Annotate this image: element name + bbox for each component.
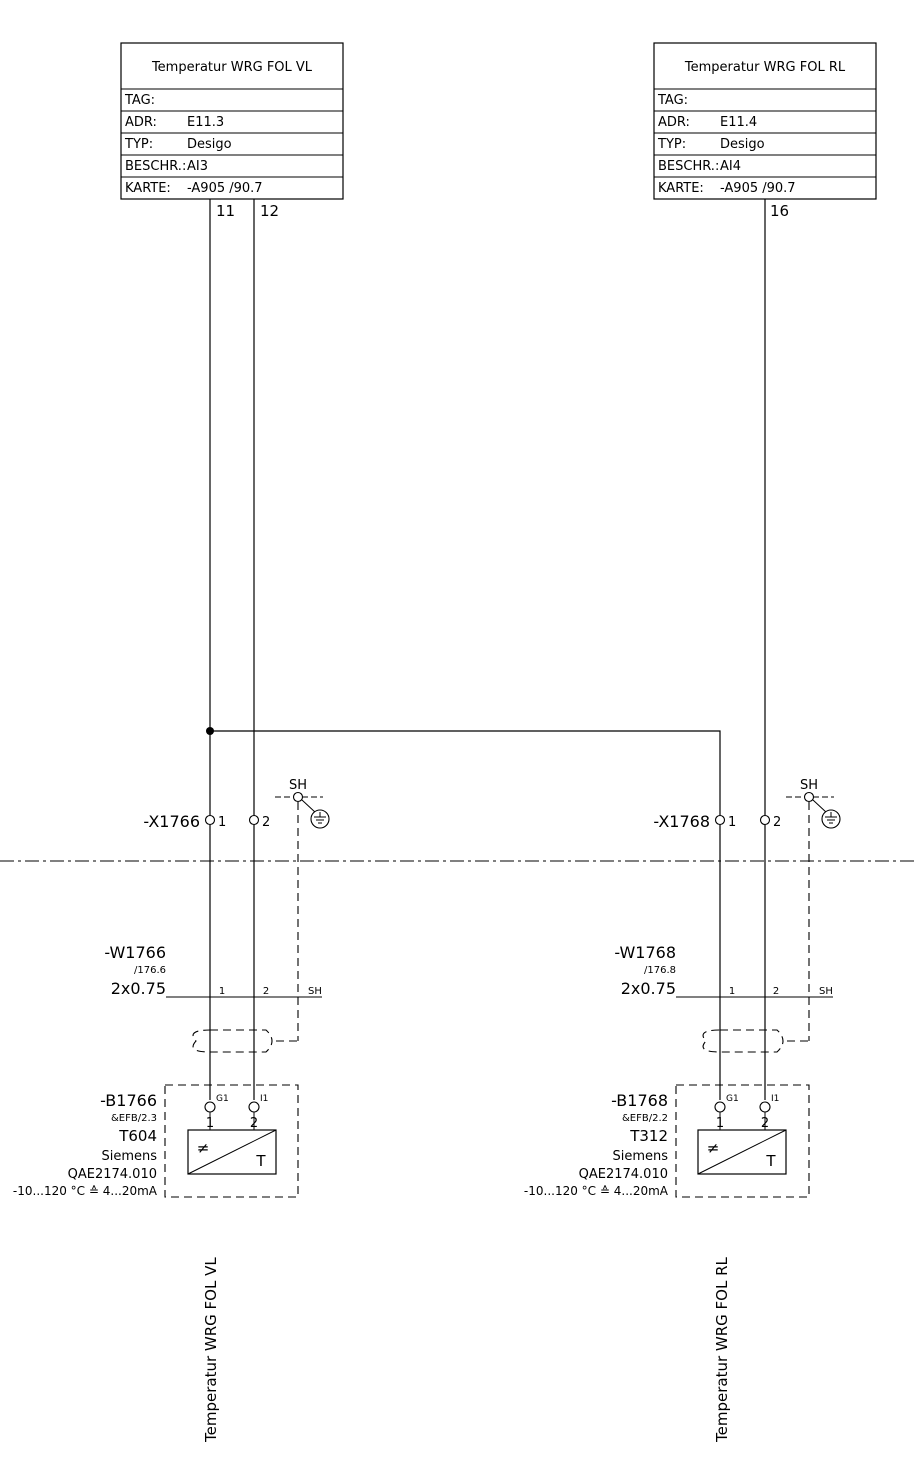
cable-core-number: 2 [773, 986, 779, 997]
sensor-terminal-icon [759, 1101, 771, 1113]
sensor-model: QAE2174.010 [579, 1167, 668, 1182]
sensor-device-boundary [164, 1084, 299, 1198]
cable-reference: /176.8 [644, 965, 676, 976]
sensor-reference: &EFB/2.2 [622, 1113, 668, 1124]
sensor-right: -B1768 &EFB/2.2 T312 Siemens QAE2174.010… [524, 1084, 810, 1198]
sensor-terminal-label: G1 [216, 1094, 229, 1104]
io-row-label: TYP: [657, 137, 686, 152]
sensor-terminal-icon [248, 1101, 260, 1113]
sensor-terminal-icon [204, 1101, 216, 1113]
svg-text:T: T [255, 1152, 266, 1170]
sensor-id: T312 [629, 1127, 668, 1145]
sensor-terminal-label: I1 [260, 1094, 268, 1104]
cable-reference: /176.6 [134, 965, 166, 976]
io-row-label: KARTE: [658, 181, 704, 196]
sensor-range: -10...120 °C ≙ 4...20mA [13, 1184, 158, 1198]
cable-shield-icon [192, 1029, 273, 1053]
cable-core-number: 1 [219, 986, 225, 997]
cable-shield-label: SH [819, 986, 833, 997]
io-row-label: BESCHR.: [125, 159, 186, 174]
io-block-left: Temperatur WRG FOL VL TAG: ADR: E11.3 TY… [120, 42, 344, 220]
sensor-model: QAE2174.010 [68, 1167, 157, 1182]
sensor-left: -B1766 &EFB/2.3 T604 Siemens QAE2174.010… [13, 1084, 299, 1198]
transducer-icon: ≠ T [697, 1129, 787, 1175]
cable-core-number: 2 [263, 986, 269, 997]
sensor-device-boundary [675, 1084, 810, 1198]
terminal-number: 1 [218, 815, 226, 830]
svg-text:≠: ≠ [197, 1139, 210, 1157]
terminal-name: -X1768 [653, 812, 710, 831]
wires [206, 199, 766, 1100]
sensor-manufacturer: Siemens [101, 1149, 157, 1164]
io-block-title: Temperatur WRG FOL VL [151, 60, 313, 75]
shield-terminal-icon [292, 791, 304, 803]
io-block-title: Temperatur WRG FOL RL [684, 60, 846, 75]
ground-icon [310, 809, 330, 829]
io-row-value: AI3 [187, 159, 208, 174]
cable-name: -W1766 [104, 943, 166, 962]
cable-right: -W1768 /176.8 2x0.75 1 2 SH [614, 943, 833, 1053]
function-label: Temperatur WRG FOL RL [713, 1256, 731, 1443]
svg-text:T: T [765, 1152, 776, 1170]
sensor-terminal-label: G1 [726, 1094, 739, 1104]
wire [210, 730, 721, 815]
sensor-range: -10...120 °C ≙ 4...20mA [524, 1184, 669, 1198]
terminal-icon [248, 814, 260, 826]
transducer-icon: ≠ T [187, 1129, 277, 1175]
shield-label: SH [289, 778, 307, 793]
io-row-label: ADR: [658, 115, 690, 130]
io-pin-label: 12 [260, 202, 279, 220]
sensor-id: T604 [118, 1127, 157, 1145]
shield-terminal-icon [803, 791, 815, 803]
terminal-strip-right: -X1768 1 2 SH [653, 778, 841, 1041]
io-row-value: E11.4 [720, 115, 757, 130]
io-block-right: Temperatur WRG FOL RL TAG: ADR: E11.4 TY… [653, 42, 877, 220]
io-row-label: TAG: [124, 93, 155, 108]
sensor-manufacturer: Siemens [612, 1149, 668, 1164]
io-row-label: ADR: [125, 115, 157, 130]
sensor-name: -B1768 [611, 1091, 668, 1110]
cable-core-number: 1 [729, 986, 735, 997]
sensor-terminal-label: I1 [771, 1094, 779, 1104]
cable-spec: 2x0.75 [621, 979, 676, 998]
svg-text:≠: ≠ [707, 1139, 720, 1157]
sensor-name: -B1766 [100, 1091, 157, 1110]
io-row-value: -A905 /90.7 [187, 181, 263, 196]
terminal-icon [714, 814, 726, 826]
shield-label: SH [800, 778, 818, 793]
terminal-icon [759, 814, 771, 826]
sensor-terminal-icon [714, 1101, 726, 1113]
io-row-value: AI4 [720, 159, 741, 174]
io-row-label: KARTE: [125, 181, 171, 196]
io-row-value: Desigo [187, 137, 232, 152]
cable-name: -W1768 [614, 943, 676, 962]
cable-left: -W1766 /176.6 2x0.75 1 2 SH [104, 943, 322, 1053]
io-row-label: TAG: [657, 93, 688, 108]
sensor-reference: &EFB/2.3 [111, 1113, 157, 1124]
terminal-number: 2 [262, 815, 270, 830]
io-row-label: TYP: [124, 137, 153, 152]
cable-spec: 2x0.75 [111, 979, 166, 998]
io-row-value: E11.3 [187, 115, 224, 130]
io-row-label: BESCHR.: [658, 159, 719, 174]
terminal-number: 1 [728, 815, 736, 830]
io-row-value: Desigo [720, 137, 765, 152]
io-pin-label: 16 [770, 202, 789, 220]
junction-dot [206, 727, 214, 735]
function-label: Temperatur WRG FOL VL [202, 1257, 220, 1443]
terminal-icon [204, 814, 216, 826]
terminal-strip-left: -X1766 1 2 SH [143, 778, 330, 1041]
ground-icon [821, 809, 841, 829]
cable-shield-icon [702, 1029, 784, 1053]
io-row-value: -A905 /90.7 [720, 181, 796, 196]
cable-shield-label: SH [308, 986, 322, 997]
terminal-name: -X1766 [143, 812, 200, 831]
io-pin-label: 11 [216, 202, 235, 220]
terminal-number: 2 [773, 815, 781, 830]
